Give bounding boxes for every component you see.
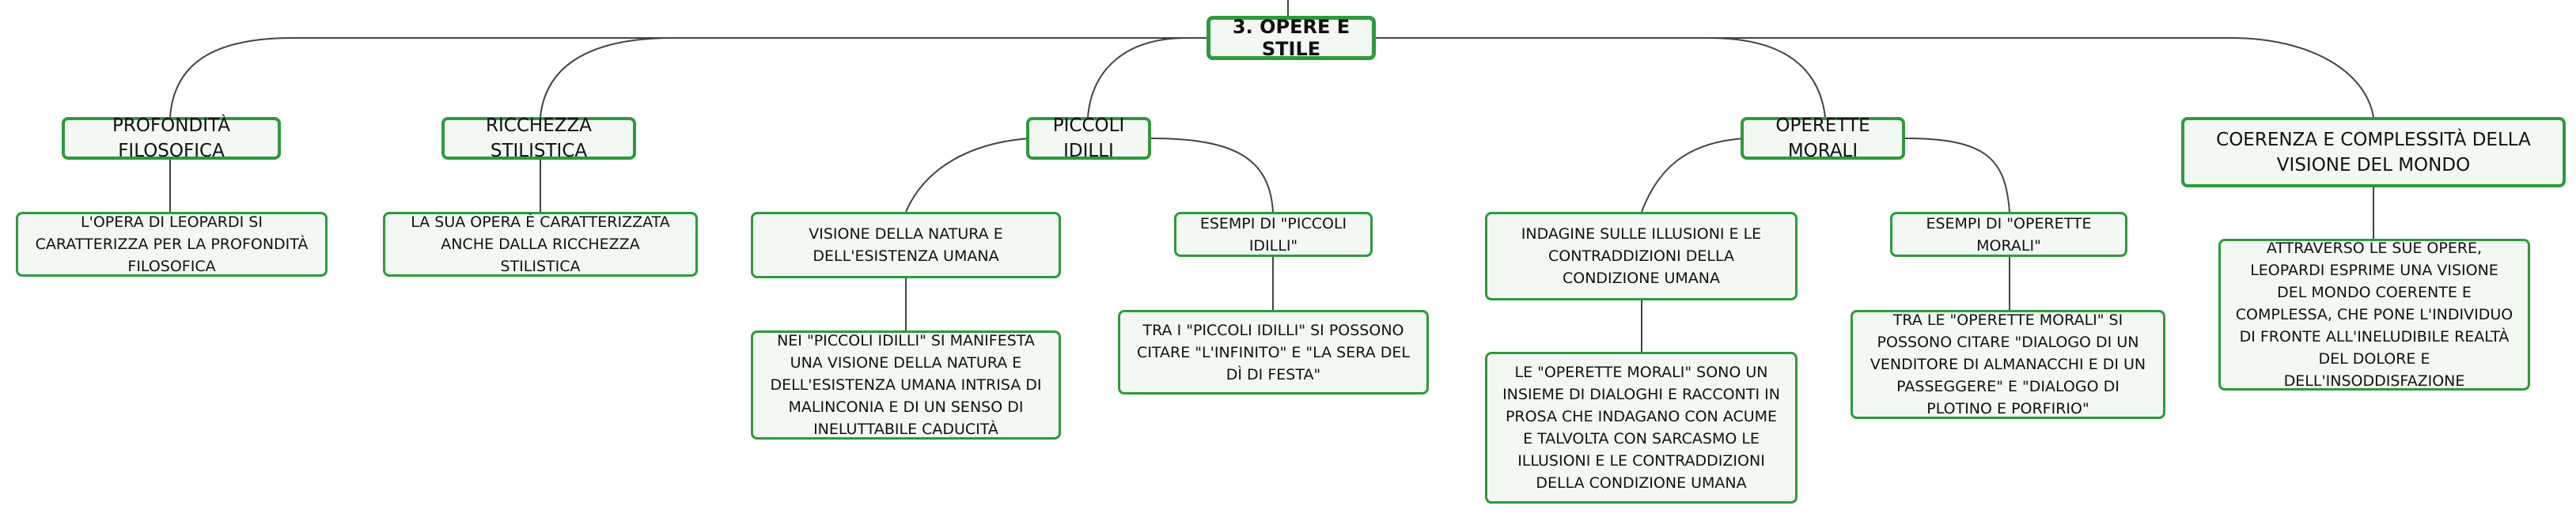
connector-piccoli-visione	[905, 138, 1031, 213]
leaf-visione-natura[interactable]: NEI "PICCOLI IDILLI" SI MANIFESTA UNA VI…	[751, 330, 1061, 440]
leaf-profondita-filosofica[interactable]: L'OPERA DI LEOPARDI SI CARATTERIZZA PER …	[16, 212, 328, 277]
branch-operette-morali[interactable]: OPERETTE MORALI	[1741, 115, 1905, 161]
root-node[interactable]: 3. OPERE E STILE	[1207, 16, 1376, 60]
branch-coerenza-complessita[interactable]: COERENZA E COMPLESSITÀ DELLA VISIONE DEL…	[2181, 117, 2566, 187]
connector-root-ricchezza	[540, 37, 1207, 118]
sub-esempi-operette-morali[interactable]: ESEMPI DI "OPERETTE MORALI"	[1890, 212, 2127, 257]
branch-profondita-filosofica[interactable]: PROFONDITÀ FILOSOFICA	[62, 115, 281, 161]
leaf-esempi-operette-morali[interactable]: TRA LE "OPERETTE MORALI" SI POSSONO CITA…	[1851, 310, 2165, 419]
connector-operette-indagine	[1641, 138, 1745, 213]
branch-ricchezza-stilistica[interactable]: RICCHEZZA STILISTICA	[441, 115, 636, 161]
leaf-esempi-piccoli-idilli[interactable]: TRA I "PICCOLI IDILLI" SI POSSONO CITARE…	[1118, 310, 1429, 395]
sub-esempi-piccoli-idilli[interactable]: ESEMPI DI "PICCOLI IDILLI"	[1174, 212, 1373, 257]
connector-operette-esempi	[1904, 138, 2010, 213]
connector-root-profondita	[169, 37, 1207, 118]
branch-piccoli-idilli[interactable]: PICCOLI IDILLI	[1026, 115, 1151, 161]
connector-root-operette	[1375, 37, 1826, 118]
leaf-coerenza-complessita[interactable]: ATTRAVERSO LE SUE OPERE, LEOPARDI ESPRIM…	[2218, 239, 2530, 391]
sub-indagine-illusioni[interactable]: INDAGINE SULLE ILLUSIONI E LE CONTRADDIZ…	[1485, 212, 1798, 300]
leaf-indagine-illusioni[interactable]: LE "OPERETTE MORALI" SONO UN INSIEME DI …	[1485, 352, 1798, 504]
connector-root-coerenza	[1375, 37, 2374, 118]
connector-root-piccoli	[1087, 37, 1207, 118]
connector-piccoli-esempi	[1150, 138, 1274, 213]
sub-visione-natura[interactable]: VISIONE DELLA NATURA E DELL'ESISTENZA UM…	[751, 212, 1061, 278]
leaf-ricchezza-stilistica[interactable]: LA SUA OPERA È CARATTERIZZATA ANCHE DALL…	[383, 212, 698, 277]
